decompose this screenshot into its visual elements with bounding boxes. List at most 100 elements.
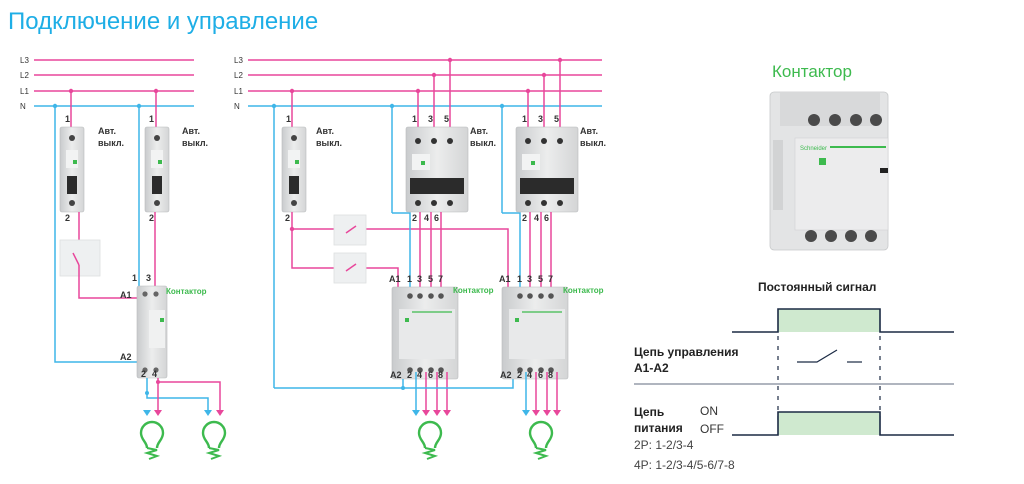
contactor-label: Контактор — [166, 287, 207, 296]
breaker-label: выкл. — [182, 138, 208, 148]
breaker-label: выкл. — [470, 138, 496, 148]
power-circuit-label: Цепь питания — [634, 404, 683, 436]
bus-label-n: N — [234, 102, 240, 111]
junction-dot — [156, 380, 160, 384]
terminal-1-label: 1 — [149, 114, 154, 124]
page-title: Подключение и управление — [8, 8, 319, 35]
terminal-8-label: 8 — [438, 370, 443, 380]
breaker-label: Авт. — [470, 126, 488, 136]
terminal-8-label: 8 — [548, 370, 553, 380]
phase-wire — [158, 381, 221, 410]
left-circuit: 1 Авт. выкл. 2 1 Авт. выкл. 2 — [52, 88, 224, 416]
terminal-7-label: 7 — [548, 274, 553, 284]
terminal-4-label: 4 — [152, 369, 157, 379]
breaker-label: Авт. — [580, 126, 598, 136]
poles-4p-label: 4P: 1-2/3-4/5-6/7-8 — [634, 458, 735, 472]
junction-dot — [431, 72, 437, 78]
junction-dot — [145, 391, 149, 395]
junction-dot — [271, 103, 277, 109]
bus-label-l1: L1 — [234, 87, 243, 96]
terminal-2-label: 2 — [149, 213, 154, 223]
circuit-breaker-3p — [515, 126, 579, 213]
terminal-6-label: 6 — [428, 370, 433, 380]
terminal-2-label: 2 — [65, 213, 70, 223]
contactor-label: Контактор — [453, 286, 494, 295]
terminal-4-label: 4 — [534, 213, 539, 223]
terminal-6-label: 6 — [434, 213, 439, 223]
terminal-a2-label: A2 — [120, 352, 132, 362]
terminal-2-label: 2 — [517, 370, 522, 380]
circuit-breaker-3p — [405, 126, 469, 213]
terminal-4-label: 4 — [417, 370, 422, 380]
terminal-3-label: 3 — [538, 114, 543, 124]
terminal-a1-label: A1 — [120, 290, 132, 300]
breaker-label: выкл. — [580, 138, 606, 148]
terminal-5-label: 5 — [444, 114, 449, 124]
junction-dot — [68, 88, 74, 94]
light-switch[interactable] — [333, 214, 367, 246]
arrow-down-icon — [412, 410, 420, 416]
terminal-4-label: 4 — [424, 213, 429, 223]
arrow-down-icon — [522, 410, 530, 416]
chart-title: Постоянный сигнал — [758, 280, 877, 294]
bus-label-l2: L2 — [20, 71, 29, 80]
contactor-product-image: Schneider — [769, 91, 889, 251]
light-switch[interactable] — [59, 239, 101, 277]
breaker-label: выкл. — [98, 138, 124, 148]
breaker-label: Авт. — [182, 126, 200, 136]
contactor-4p — [501, 286, 569, 380]
junction-dot — [52, 103, 58, 109]
power-circuit-label-line1: Цепь — [634, 405, 665, 419]
terminal-1-label: 1 — [412, 114, 417, 124]
terminal-1-label: 1 — [286, 114, 291, 124]
phase-wire — [78, 265, 142, 299]
terminal-a2-label: A2 — [390, 370, 402, 380]
bus-label-l3: L3 — [20, 56, 29, 65]
junction-dot — [541, 72, 547, 78]
power-signal-on-area — [778, 412, 880, 435]
breaker-label: выкл. — [316, 138, 342, 148]
control-signal-line — [732, 308, 954, 333]
terminal-1-label: 1 — [407, 274, 412, 284]
circuit-breaker-1p — [59, 126, 85, 213]
terminal-2-label: 2 — [412, 213, 417, 223]
neutral-wire — [54, 106, 138, 363]
terminal-6-label: 6 — [538, 370, 543, 380]
arrow-down-icon — [143, 410, 151, 416]
breaker-label: Авт. — [316, 126, 334, 136]
neutral-wire — [392, 212, 411, 290]
junction-dot — [447, 57, 453, 63]
off-level-label: OFF — [700, 422, 724, 436]
control-signal-on-area — [778, 309, 880, 332]
terminal-2-label: 2 — [285, 213, 290, 223]
neutral-wire — [274, 379, 514, 389]
terminal-1-label: 1 — [65, 114, 70, 124]
terminal-3-label: 3 — [428, 114, 433, 124]
circuit-breaker-1p — [144, 126, 170, 213]
terminal-6-label: 6 — [544, 213, 549, 223]
arrow-down-icon — [204, 410, 212, 416]
arrow-down-icon — [532, 410, 540, 416]
left-bus: L3 L2 L1 N — [20, 56, 194, 111]
terminal-5-label: 5 — [554, 114, 559, 124]
light-switch[interactable] — [333, 252, 367, 284]
neutral-wire — [502, 212, 521, 290]
contactor-label: Контактор — [563, 286, 604, 295]
arrow-down-icon — [154, 410, 162, 416]
terminal-2-label: 2 — [407, 370, 412, 380]
light-bulb-icon — [528, 420, 554, 460]
arrow-down-icon — [553, 410, 561, 416]
terminal-3-label: 3 — [146, 273, 151, 283]
product-title: Контактор — [772, 62, 852, 81]
terminal-2-label: 2 — [141, 369, 146, 379]
junction-dot — [389, 103, 395, 109]
terminal-4-label: 4 — [527, 370, 532, 380]
switch-symbol-icon — [797, 349, 838, 363]
junction-dot — [153, 88, 159, 94]
control-circuit-label-line2: A1-A2 — [634, 361, 669, 375]
junction-dot — [289, 226, 295, 232]
junction-dot — [557, 57, 563, 63]
junction-dot — [289, 88, 295, 94]
junction-dot — [136, 103, 142, 109]
arrow-down-icon — [422, 410, 430, 416]
